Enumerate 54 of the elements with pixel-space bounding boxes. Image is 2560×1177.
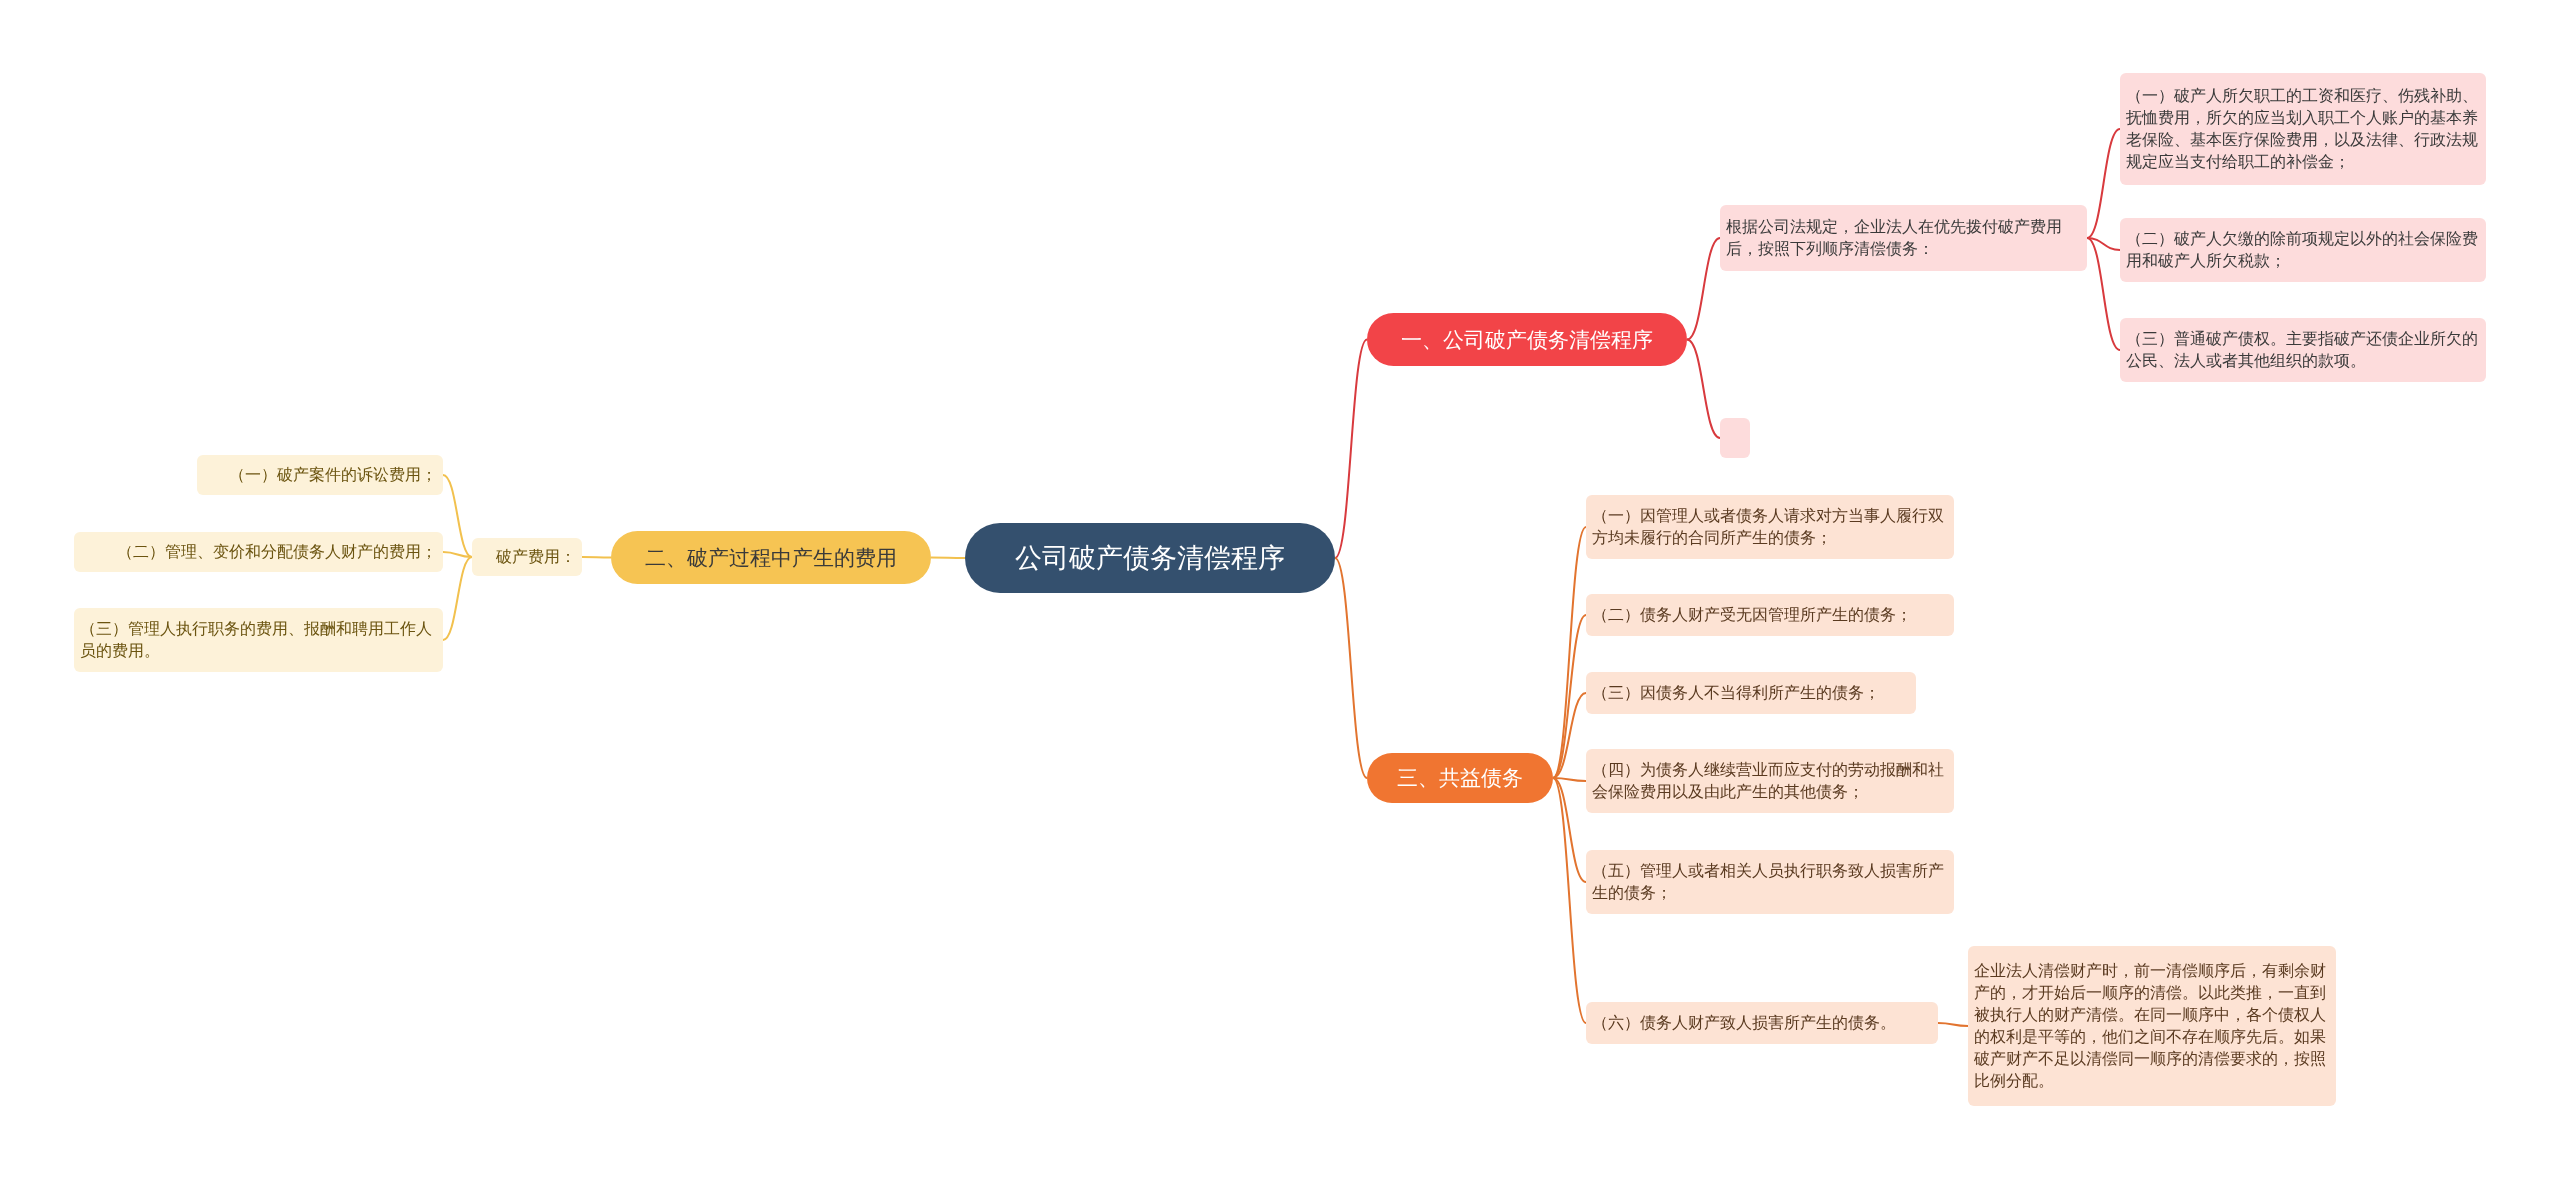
subtopic-box xyxy=(2120,73,2486,185)
subtopic-box xyxy=(1586,850,1954,914)
subtopic-box xyxy=(74,532,443,572)
subtopic-box xyxy=(2120,318,2486,382)
connector-line xyxy=(930,556,966,559)
topic-text: （六）债务人财产致人损害所产生的债务。 xyxy=(1592,1013,1896,1033)
connector-line xyxy=(2086,237,2121,351)
connector-line xyxy=(1937,1022,1969,1027)
connector-line xyxy=(442,474,473,558)
subtopic-box xyxy=(1586,495,1954,559)
empty-subtopic-box xyxy=(1720,418,1750,458)
topic-text: 一、公司破产债务清偿程序 xyxy=(1401,326,1653,353)
connector-line xyxy=(2086,237,2121,251)
subtopic-box xyxy=(1586,1002,1938,1044)
subtopic-box xyxy=(2120,218,2486,282)
topic-text: （二）债务人财产受无因管理所产生的债务； xyxy=(1592,605,1912,625)
subtopic-box xyxy=(472,538,582,576)
topic-text: 二、破产过程中产生的费用 xyxy=(645,544,897,571)
topic-text: （二）破产人欠缴的除前项规定以外的社会保险费用和破产人所欠税款； xyxy=(2126,229,2479,271)
subtopic-box xyxy=(197,455,443,495)
topic-text: （三）管理人执行职务的费用、报酬和聘用工作人员的费用。 xyxy=(80,619,433,661)
topic-text: （三）因债务人不当得利所产生的债务； xyxy=(1592,683,1880,703)
topic-text: （二）管理、变价和分配债务人财产的费用； xyxy=(117,542,437,562)
connector-line xyxy=(1552,777,1587,1024)
main-topic xyxy=(1367,313,1687,366)
topic-text: （一）破产人所欠职工的工资和医疗、伤残补助、抚恤费用，所欠的应当划入职工个人账户的基本养老保险、基本医疗保险费用，以及法律、行政法规规定应当支付给职工的补偿金； xyxy=(2126,86,2479,172)
connector-line xyxy=(1552,777,1587,883)
connector-line xyxy=(1334,557,1368,779)
connector-line xyxy=(1686,338,1721,439)
connector-line xyxy=(581,556,612,559)
connector-line xyxy=(2086,128,2121,239)
subtopic-box xyxy=(1586,594,1954,636)
subtopic-box xyxy=(1968,946,2336,1106)
connector-line xyxy=(442,556,473,641)
topic-text: （五）管理人或者相关人员执行职务致人损害所产生的债务； xyxy=(1592,861,1945,903)
subtopic-box xyxy=(1586,749,1954,813)
subtopic-box xyxy=(74,608,443,672)
connector-line xyxy=(1686,237,1721,341)
connector-line xyxy=(442,551,473,558)
topic-text: （四）为债务人继续营业而应支付的劳动报酬和社会保险费用以及由此产生的其他债务； xyxy=(1592,760,1945,802)
topic-text: （一）破产案件的诉讼费用； xyxy=(229,465,437,485)
topic-text: （三）普通破产债权。主要指破产还债企业所欠的公民、法人或者其他组织的款项。 xyxy=(2126,329,2479,371)
topic-text: 企业法人清偿财产时，前一清偿顺序后，有剩余财产的，才开始后一顺序的清偿。以此类推，一直到被执行人的财产清偿。在同一顺序中，各个债权人的权利是平等的，他们之间不存在顺序先后。如果破产财产不足以清偿同一顺序的清偿要求的，按照比例分配。 xyxy=(1974,961,2327,1091)
main-topic xyxy=(611,531,931,584)
topic-text: （一）因管理人或者债务人请求对方当事人履行双方均未履行的合同所产生的债务； xyxy=(1592,506,1945,548)
topic-text: 三、共益债务 xyxy=(1397,765,1523,792)
subtopic-box xyxy=(1720,205,2087,271)
connector-line xyxy=(1334,338,1368,559)
topic-text: 公司破产债务清偿程序 xyxy=(1015,541,1285,575)
topic-text: 破产费用： xyxy=(496,547,576,567)
topic-text: 根据公司法规定，企业法人在优先拨付破产费用后，按照下列顺序清偿债务： xyxy=(1726,217,2063,259)
main-topic xyxy=(1367,753,1553,803)
connector-line xyxy=(1552,614,1587,779)
subtopic-box xyxy=(1586,672,1916,714)
